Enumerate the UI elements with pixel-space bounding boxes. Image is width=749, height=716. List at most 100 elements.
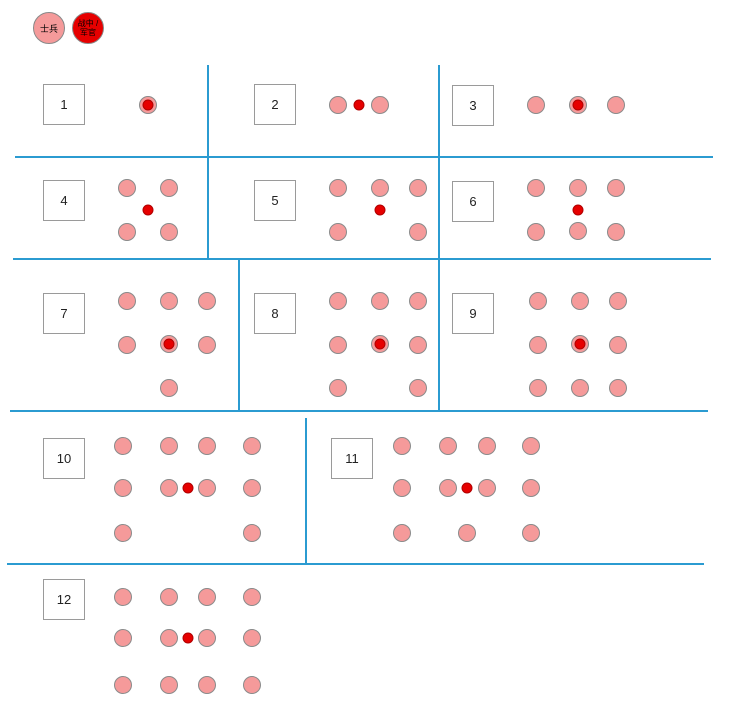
soldier-dot bbox=[198, 437, 216, 455]
soldier-dot bbox=[160, 223, 178, 241]
leader-dot bbox=[182, 482, 194, 494]
soldier-dot bbox=[529, 379, 547, 397]
soldier-dot bbox=[571, 292, 589, 310]
legend-leader: 战中 / 军官 bbox=[72, 12, 104, 44]
soldier-dot bbox=[243, 629, 261, 647]
soldier-dot bbox=[160, 629, 178, 647]
soldier-dot bbox=[198, 479, 216, 497]
soldier-dot bbox=[160, 437, 178, 455]
leader-dot bbox=[163, 338, 175, 350]
soldier-dot bbox=[114, 588, 132, 606]
panel-number-7: 7 bbox=[43, 293, 85, 334]
leader-dot bbox=[374, 338, 386, 350]
legend-soldier: 士兵 bbox=[33, 12, 65, 44]
panel-number-2: 2 bbox=[254, 84, 296, 125]
panel-number-10: 10 bbox=[43, 438, 85, 479]
panel-number-3: 3 bbox=[452, 85, 494, 126]
soldier-dot bbox=[478, 479, 496, 497]
leader-dot bbox=[574, 338, 586, 350]
soldier-dot bbox=[329, 179, 347, 197]
soldier-dot bbox=[409, 292, 427, 310]
panel-number-11: 11 bbox=[331, 438, 373, 479]
soldier-dot bbox=[198, 588, 216, 606]
soldier-dot bbox=[118, 292, 136, 310]
leader-dot bbox=[142, 99, 154, 111]
divider-row-2-3 bbox=[13, 258, 711, 260]
soldier-dot bbox=[160, 588, 178, 606]
soldier-dot bbox=[243, 676, 261, 694]
soldier-dot bbox=[609, 379, 627, 397]
soldier-dot bbox=[198, 292, 216, 310]
soldier-dot bbox=[607, 179, 625, 197]
divider-col-b-top bbox=[438, 65, 440, 259]
leader-dot bbox=[461, 482, 473, 494]
soldier-dot bbox=[393, 437, 411, 455]
soldier-dot bbox=[607, 223, 625, 241]
soldier-dot bbox=[160, 292, 178, 310]
legend-soldier-label: 士兵 bbox=[39, 23, 58, 34]
soldier-dot bbox=[571, 379, 589, 397]
soldier-dot bbox=[409, 336, 427, 354]
soldier-dot bbox=[198, 336, 216, 354]
soldier-dot bbox=[371, 292, 389, 310]
soldier-dot bbox=[118, 336, 136, 354]
leader-dot bbox=[374, 204, 386, 216]
divider-row-4-5 bbox=[7, 563, 704, 565]
soldier-dot bbox=[160, 179, 178, 197]
soldier-dot bbox=[371, 96, 389, 114]
soldier-dot bbox=[243, 479, 261, 497]
soldier-dot bbox=[329, 223, 347, 241]
divider-row-3-4 bbox=[10, 410, 708, 412]
legend-leader-label: 战中 / 军官 bbox=[77, 19, 99, 37]
soldier-dot bbox=[118, 179, 136, 197]
soldier-dot bbox=[114, 479, 132, 497]
leader-dot bbox=[572, 99, 584, 111]
soldier-dot bbox=[458, 524, 476, 542]
divider-col-a-top bbox=[207, 65, 209, 259]
leader-dot bbox=[182, 632, 194, 644]
soldier-dot bbox=[478, 437, 496, 455]
soldier-dot bbox=[329, 96, 347, 114]
soldier-dot bbox=[409, 379, 427, 397]
panel-number-9: 9 bbox=[452, 293, 494, 334]
soldier-dot bbox=[160, 676, 178, 694]
soldier-dot bbox=[243, 588, 261, 606]
soldier-dot bbox=[527, 96, 545, 114]
soldier-dot bbox=[114, 629, 132, 647]
soldier-dot bbox=[529, 292, 547, 310]
panel-number-6: 6 bbox=[452, 181, 494, 222]
soldier-dot bbox=[329, 336, 347, 354]
soldier-dot bbox=[529, 336, 547, 354]
soldier-dot bbox=[198, 676, 216, 694]
soldier-dot bbox=[522, 437, 540, 455]
divider-row-1-2 bbox=[15, 156, 713, 158]
leader-dot bbox=[353, 99, 365, 111]
soldier-dot bbox=[329, 379, 347, 397]
soldier-dot bbox=[160, 379, 178, 397]
divider-col-row4 bbox=[305, 418, 307, 564]
soldier-dot bbox=[393, 479, 411, 497]
soldier-dot bbox=[198, 629, 216, 647]
divider-col-b-mid bbox=[438, 258, 440, 411]
leader-dot bbox=[142, 204, 154, 216]
soldier-dot bbox=[439, 437, 457, 455]
soldier-dot bbox=[607, 96, 625, 114]
soldier-dot bbox=[243, 437, 261, 455]
divider-col-a-mid bbox=[238, 258, 240, 411]
soldier-dot bbox=[114, 676, 132, 694]
soldier-dot bbox=[609, 292, 627, 310]
soldier-dot bbox=[243, 524, 261, 542]
soldier-dot bbox=[118, 223, 136, 241]
soldier-dot bbox=[160, 479, 178, 497]
panel-number-8: 8 bbox=[254, 293, 296, 334]
soldier-dot bbox=[393, 524, 411, 542]
soldier-dot bbox=[409, 223, 427, 241]
soldier-dot bbox=[527, 223, 545, 241]
soldier-dot bbox=[329, 292, 347, 310]
soldier-dot bbox=[527, 179, 545, 197]
soldier-dot bbox=[114, 524, 132, 542]
soldier-dot bbox=[114, 437, 132, 455]
soldier-dot bbox=[439, 479, 457, 497]
soldier-dot bbox=[569, 222, 587, 240]
soldier-dot bbox=[371, 179, 389, 197]
